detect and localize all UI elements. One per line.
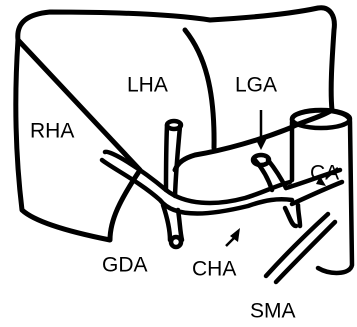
label-lha: LHA [127, 74, 168, 97]
label-gda: GDA [102, 254, 148, 277]
label-rha: RHA [30, 120, 74, 143]
gda-vessel-end [171, 237, 181, 247]
label-ca: CA [310, 162, 339, 185]
lha-vessel [166, 125, 180, 196]
lha-vessel-end [167, 121, 181, 129]
liver-lobe-divider [185, 30, 214, 148]
lga-arrow-head [255, 138, 267, 150]
splenic-vessel [285, 205, 300, 226]
label-cha: CHA [192, 258, 236, 281]
label-sma: SMA [250, 300, 296, 323]
label-lga: LGA [235, 74, 277, 97]
cha-arrow-shaft [226, 238, 234, 246]
